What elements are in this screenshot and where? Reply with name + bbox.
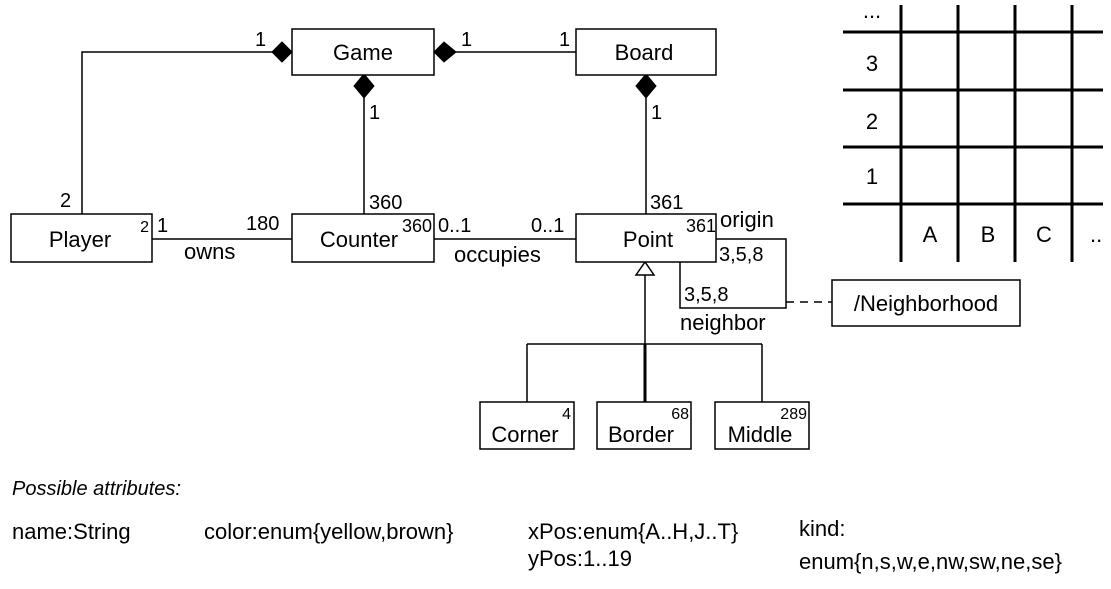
game-class-name: Game xyxy=(333,40,393,65)
owns-label: owns xyxy=(184,239,235,264)
grid-col-label-ellipsis: .. xyxy=(1090,222,1102,247)
neighbor-role-label: neighbor xyxy=(680,310,766,335)
neighborhood-class-box xyxy=(831,279,1021,327)
game-right-diamond xyxy=(433,41,457,63)
grid-row-label-3: 3 xyxy=(866,51,878,76)
attribute-kind-label: kind: xyxy=(799,516,845,541)
attribute-kind-values: enum{n,s,w,e,nw,sw,ne,se} xyxy=(799,549,1062,574)
counter-instance-count: 360 xyxy=(402,216,432,236)
point-class-name: Point xyxy=(623,227,673,252)
grid-row-label-1: 1 xyxy=(866,164,878,189)
grid-row-label-ellipsis: ... xyxy=(863,0,881,23)
game-left-diamond xyxy=(271,41,293,63)
attributes-heading: Possible attributes: xyxy=(12,478,181,500)
middle-class-name: Middle xyxy=(728,422,793,447)
grid-col-label-b: B xyxy=(981,222,996,247)
border-instance-count: 68 xyxy=(671,406,689,423)
generalization-triangle xyxy=(634,260,656,276)
border-class-name: Border xyxy=(608,422,674,447)
attribute-player-name: name:String xyxy=(12,519,131,544)
occupies-label: occupies xyxy=(454,242,541,267)
attribute-point-xpos: xPos:enum{A..H,J..T} xyxy=(528,519,738,544)
player-class-name: Player xyxy=(49,227,111,252)
mult-origin: 3,5,8 xyxy=(719,244,763,266)
mult-owns-counter-end: 180 xyxy=(246,213,279,235)
grid-row-label-2: 2 xyxy=(866,109,878,134)
counter-class-name: Counter xyxy=(320,227,398,252)
attribute-point-ypos: yPos:1..19 xyxy=(528,546,632,571)
neighborhood-class-name: /Neighborhood xyxy=(854,291,998,316)
mult-board-point-board-end: 1 xyxy=(651,102,662,124)
corner-instance-count: 4 xyxy=(562,406,571,423)
mult-game-counter-counter-end: 360 xyxy=(369,192,402,214)
board-grid: ... 3 2 1 A B C .. xyxy=(843,0,1103,262)
middle-instance-count: 289 xyxy=(780,406,807,423)
player-class-box xyxy=(10,213,153,263)
grid-col-label-a: A xyxy=(923,222,938,247)
middle-class-box xyxy=(714,401,810,450)
board-bottom-diamond xyxy=(635,73,657,99)
attribute-counter-color: color:enum{yellow,brown} xyxy=(204,519,453,544)
mult-game-board-board-end: 1 xyxy=(559,29,570,51)
mult-neighbor: 3,5,8 xyxy=(684,284,728,306)
game-bottom-diamond xyxy=(353,73,375,99)
border-class-box xyxy=(596,401,692,450)
origin-role-label: origin xyxy=(720,207,774,232)
mult-game-player-game-end: 1 xyxy=(255,29,266,51)
neighbor-self-association-line xyxy=(679,238,787,309)
mult-game-counter-game-end: 1 xyxy=(369,102,380,124)
mult-owns-player-end: 1 xyxy=(157,215,168,237)
game-class-box xyxy=(291,28,435,76)
mult-game-player-player-end: 2 xyxy=(60,190,71,212)
counter-class-box xyxy=(291,213,435,263)
mult-occupies-counter-end: 0..1 xyxy=(438,215,471,237)
mult-game-board-game-end: 1 xyxy=(461,29,472,51)
game-player-composition-line xyxy=(81,51,272,214)
mult-board-point-point-end: 361 xyxy=(650,192,683,214)
mult-occupies-point-end: 0..1 xyxy=(531,215,564,237)
board-class-name: Board xyxy=(615,40,674,65)
player-instance-count: 2 xyxy=(140,219,149,236)
grid-col-label-c: C xyxy=(1036,222,1052,247)
board-class-box xyxy=(575,28,717,76)
corner-class-box xyxy=(479,401,575,450)
point-class-box xyxy=(575,213,717,263)
corner-class-name: Corner xyxy=(491,422,558,447)
point-instance-count: 361 xyxy=(686,216,716,236)
